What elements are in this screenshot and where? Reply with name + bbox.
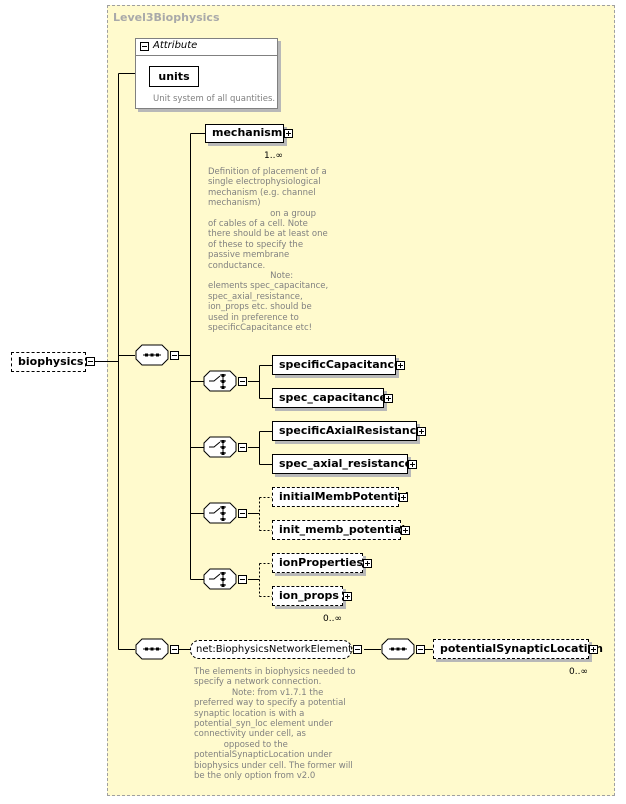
sequence-compositor-icon-2: [135, 638, 169, 660]
potentialSynapticLocation-label: potentialSynapticLocation: [440, 642, 603, 655]
network-group-label: net:BiophysicsNetworkElements: [196, 644, 358, 655]
mechanism-doc: Definition of placement of a single elec…: [208, 167, 329, 334]
element-ion_props[interactable]: ion_props: [272, 586, 343, 606]
root-element-label: biophysics: [18, 355, 84, 368]
expand-ion_props-icon[interactable]: [343, 592, 352, 601]
collapse-sequence-icon[interactable]: [170, 351, 179, 360]
init_memb_potential-label: init_memb_potential: [279, 523, 406, 536]
element-ionProperties[interactable]: ionProperties: [272, 553, 363, 573]
spec_axial_resistance-label: spec_axial_resistance: [279, 457, 413, 470]
element-specificAxialResistance[interactable]: specificAxialResistance: [272, 421, 424, 441]
choice-compositor-icon-3: [203, 502, 237, 524]
collapse-sequence-2-icon[interactable]: [170, 645, 179, 654]
mechanism-label: mechanism: [212, 126, 283, 139]
element-spec_axial_resistance[interactable]: spec_axial_resistance: [272, 454, 412, 474]
attribute-units[interactable]: units: [149, 66, 199, 87]
mechanism-occurrence: 1..∞: [264, 151, 283, 161]
choice-compositor-icon-4: [203, 568, 237, 590]
initialMembPotential-label: initialMembPotential: [279, 490, 409, 503]
expand-specificAxialResistance-icon[interactable]: [417, 427, 426, 436]
sequence-compositor-icon-3: [381, 638, 415, 660]
expand-initialMembPotential-icon[interactable]: [399, 493, 408, 502]
collapse-attributes-icon[interactable]: [140, 42, 149, 51]
collapse-choice-1-icon[interactable]: [238, 377, 247, 386]
element-potentialSynapticLocation[interactable]: potentialSynapticLocation: [433, 639, 603, 659]
element-init_memb_potential[interactable]: init_memb_potential: [272, 520, 405, 540]
collapse-network-group-icon[interactable]: [353, 645, 362, 654]
collapse-choice-2-icon[interactable]: [238, 443, 247, 452]
attribute-group-box: Attribute units Unit system of all quant…: [135, 38, 278, 109]
element-specificCapacitance[interactable]: specificCapacitance: [272, 355, 401, 375]
ionProperties-label: ionProperties: [279, 556, 363, 569]
element-mechanism[interactable]: mechanism: [205, 124, 284, 143]
ion_props-label: ion_props: [279, 589, 339, 602]
expand-mechanism-icon[interactable]: [284, 129, 293, 138]
ion_props-occurrence: 0..∞: [323, 614, 342, 624]
element-initialMembPotential[interactable]: initialMembPotential: [272, 487, 409, 507]
expand-init_memb_potential-icon[interactable]: [401, 526, 410, 535]
sequence-compositor-icon: [135, 344, 169, 366]
collapse-choice-4-icon[interactable]: [238, 575, 247, 584]
expand-potentialSynapticLocation-icon[interactable]: [589, 645, 598, 654]
element-spec_capacitance[interactable]: spec_capacitance: [272, 388, 387, 408]
choice-compositor-icon-2: [203, 436, 237, 458]
expand-spec_capacitance-icon[interactable]: [384, 394, 393, 403]
root-element-biophysics[interactable]: biophysics: [11, 352, 86, 372]
collapse-sequence-3-icon[interactable]: [416, 645, 425, 654]
collapse-biophysics-icon[interactable]: [86, 357, 95, 366]
attribute-units-label: units: [158, 70, 190, 83]
attribute-units-doc: Unit system of all quantities.: [153, 94, 276, 104]
expand-spec_axial_resistance-icon[interactable]: [408, 460, 417, 469]
attribute-group-header: Attribute: [153, 40, 198, 51]
network-group-doc: The elements in biophysics needed to spe…: [194, 667, 356, 782]
group-biophysics-network-elements[interactable]: net:BiophysicsNetworkElements: [190, 640, 357, 659]
spec_capacitance-label: spec_capacitance: [279, 391, 387, 404]
choice-compositor-icon-1: [203, 370, 237, 392]
expand-ionProperties-icon[interactable]: [363, 559, 372, 568]
specificCapacitance-label: specificCapacitance: [279, 358, 402, 371]
expand-specificCapacitance-icon[interactable]: [396, 361, 405, 370]
specificAxialResistance-label: specificAxialResistance: [279, 424, 424, 437]
potentialSynapticLocation-occurrence: 0..∞: [569, 667, 588, 677]
complex-type-title: Level3Biophysics: [113, 11, 220, 24]
collapse-choice-3-icon[interactable]: [238, 509, 247, 518]
